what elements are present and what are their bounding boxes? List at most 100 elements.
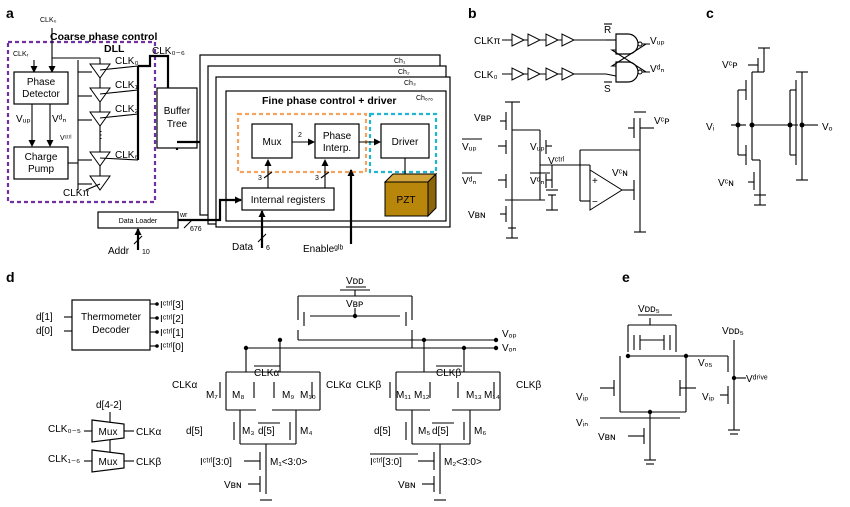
vop-label: Vₒₚ — [502, 329, 517, 340]
d5a-label: d[5] — [186, 426, 203, 437]
vcn-label-c: Vᶜɴ — [718, 178, 734, 189]
vup-label: Vᵤₚ — [530, 142, 545, 153]
pzt-label: PZT — [397, 195, 416, 206]
ictrl-3-label: Iᶜᵗʳˡ[3] — [160, 300, 184, 311]
s-label: S — [604, 84, 611, 95]
delay-buffer-icon — [89, 175, 111, 191]
vcp-label-c: Vᶜᴘ — [722, 60, 737, 71]
m1-label: M₁<3:0> — [270, 457, 307, 468]
panel-label-d: d — [6, 269, 15, 285]
coarse-phase-title: Coarse phase control — [50, 31, 157, 43]
fine-phase-title: Fine phase control + driver — [262, 95, 397, 107]
d0-label: d[0] — [36, 326, 53, 337]
addr-label: Addr — [108, 246, 130, 257]
buffer-icon — [511, 33, 526, 47]
vcn-label-b: Vᶜɴ — [612, 168, 628, 179]
cyan-region — [368, 112, 438, 174]
delay-line: ⋮ — [52, 57, 139, 191]
tap-clk0: CLK₀ — [115, 56, 139, 67]
ictrl-1-label: Iᶜᵗʳˡ[1] — [160, 328, 184, 339]
vup-out-label: Vᵤₚ — [650, 36, 665, 47]
opamp-minus: − — [592, 197, 598, 208]
buffer-icon — [545, 33, 560, 47]
vctrl-label-b: Vᶜᵗʳˡ — [548, 156, 565, 167]
vi-label: Vᵢ — [706, 122, 715, 133]
m5-label: M₅ — [418, 426, 430, 437]
charge-pump-schematic — [498, 101, 590, 239]
buffer-icon — [545, 67, 560, 81]
von-label: Vₒₙ — [502, 343, 516, 354]
thermo-line2: Decoder — [92, 325, 130, 336]
clkb-r-label: CLKβ — [516, 380, 541, 391]
r-label: R — [604, 25, 611, 36]
enable-label: Enableᵍˡᵇ — [303, 244, 343, 255]
vup-bar-label: Vᵤₚ — [462, 142, 477, 153]
mux-label: Mux — [263, 137, 282, 148]
dll-label: DLL — [104, 43, 125, 55]
tap-clk2: CLK₂ — [115, 104, 138, 115]
inverter-cell-schematic — [731, 47, 818, 206]
thermometer-decoder-block — [71, 299, 151, 351]
n2-label: 2 — [298, 132, 302, 139]
panel-d: d Thermometer Decoder d[1] d[0] Iᶜᵗʳˡ[3]… — [6, 269, 541, 501]
m4-label: M₄ — [300, 426, 312, 437]
m14-label: M₁₄ — [484, 390, 500, 401]
vbp-label-d: Vʙᴘ — [346, 299, 363, 310]
mux-beta-label: Mux — [99, 457, 118, 468]
d5c-label: d[5] — [374, 426, 391, 437]
wr-label: wr — [179, 212, 188, 219]
clkb-bar-label: CLKβ — [436, 368, 461, 379]
clka-bar-label: CLKα — [254, 368, 279, 379]
opamp-icon — [589, 169, 623, 211]
phase-detector-line1: Phase — [27, 77, 56, 88]
buffer-icon — [527, 67, 542, 81]
panel-c: c Vᶜᴘ Vᵢ Vₒ Vᶜɴ — [706, 5, 833, 206]
m12-label: M₁₂ — [414, 390, 430, 401]
vdd5a-label: Vᴅᴅ₅ — [638, 304, 660, 315]
panel-label-c: c — [706, 5, 714, 21]
vip-right-label: Vᵢₚ — [702, 392, 715, 403]
phase-interp-block — [314, 123, 360, 159]
n676-label: 676 — [190, 226, 202, 233]
tap-clk6: CLK₆ — [115, 150, 139, 161]
vin-label: Vᵢₙ — [576, 418, 588, 429]
ch1-label: Ch₁ — [394, 58, 406, 65]
clkpi-label: CLKπ — [474, 36, 500, 47]
clk0-input-label: CLK₀ — [40, 17, 57, 24]
bus-clk-label: CLK₀₋₆ — [152, 46, 185, 57]
mux-block — [251, 123, 293, 159]
ch3-label: Ch₃ — [404, 80, 416, 87]
panel-a: a Coarse phase control DLL CLK₀ CLKᵣ Pha… — [6, 5, 451, 257]
m7-label: M₇ — [206, 390, 218, 401]
m10-label: M₁₀ — [300, 390, 316, 401]
phase-interp-line1: Phase — [323, 131, 352, 142]
buffer-tree-line1: Buffer — [164, 106, 191, 117]
m3-label: M₃ — [242, 426, 254, 437]
panel-b: b CLKπ CLK₀ R S Vᵤₚ Vᵈₙ — [462, 5, 669, 239]
m9-label: M₉ — [282, 390, 294, 401]
vdd5b-label: Vᴅᴅ₅ — [722, 326, 744, 337]
thermo-line1: Thermometer — [81, 312, 142, 323]
d42-label: d[4-2] — [96, 400, 122, 411]
d5b-label: d[5] — [258, 426, 275, 437]
vbn-label: Vʙɴ — [468, 210, 486, 221]
tap-clk1: CLK₁ — [115, 80, 138, 91]
delay-buffer-icon — [89, 63, 111, 79]
interpolator-schematic — [219, 289, 501, 501]
vbp-label: Vʙᴘ — [474, 113, 491, 124]
vdd-label-d: Vᴅᴅ — [346, 276, 364, 287]
n6-label: 6 — [266, 245, 270, 252]
ictrl-b-label: Iᶜᵗʳˡ[3:0] — [370, 457, 402, 468]
phase-interp-line2: Interp. — [323, 143, 351, 154]
panel-e: e Vᴅᴅ₅ Vᴅᴅ₅ Vₒ₅ — [576, 269, 768, 465]
internal-registers-label: Internal registers — [251, 195, 325, 206]
phase-detector-block — [13, 71, 69, 105]
vcp-label-b: Vᶜᴘ — [654, 116, 669, 127]
clka-r-label: CLKα — [326, 380, 351, 391]
panel-label-a: a — [6, 5, 14, 21]
mux-alpha-label: Mux — [99, 427, 118, 438]
driver-label: Driver — [392, 137, 419, 148]
vbn-label-e: Vʙɴ — [598, 432, 616, 443]
n3b-label: 3 — [315, 175, 319, 182]
